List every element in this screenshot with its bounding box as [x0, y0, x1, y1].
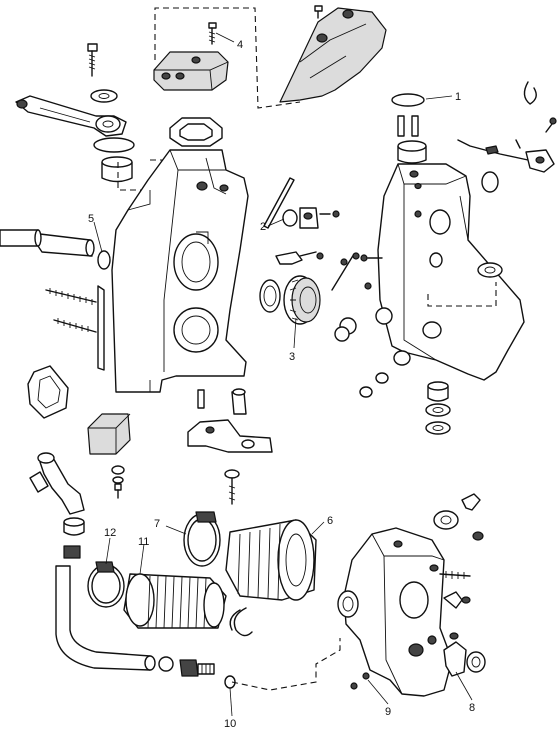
seal-stack-right: [334, 307, 411, 398]
washer-top: [90, 89, 118, 103]
callout-2: 2: [260, 221, 266, 233]
clamp-part-12: [87, 561, 125, 608]
bearing-part-3: [259, 275, 321, 325]
callout-labels: 1 2 3 4 5 6 7 8 9 10 11 12: [88, 39, 475, 730]
dashed-guide-lower: [231, 638, 341, 691]
screw-pair-right: [360, 254, 383, 290]
shift-linkage: [275, 251, 360, 291]
lower-right-hardware: [433, 493, 486, 677]
push-rod: [263, 177, 295, 229]
bushing-left: [101, 156, 133, 183]
clamp-part-7: [183, 511, 221, 567]
exhaust-hose: [55, 565, 156, 671]
washer-right: [477, 262, 503, 278]
washer-stack-right: [425, 381, 451, 435]
mounting-block: [153, 51, 229, 91]
hook-clip: [523, 81, 537, 105]
stud-upper: [45, 288, 97, 305]
callout-12: 12: [104, 527, 116, 539]
gasket-left: [27, 365, 69, 419]
pins-pair: [397, 115, 419, 137]
snap-ring: [229, 607, 253, 637]
plug-right: [481, 171, 499, 193]
main-housing-right: [377, 163, 525, 381]
bracket-mid: [187, 419, 273, 453]
o-ring-part-5: [97, 250, 111, 270]
callout-4: 4: [237, 39, 243, 51]
top-cover-assembly: [154, 5, 387, 109]
callout-9: 9: [385, 706, 391, 718]
o-ring-part-1: [391, 93, 425, 107]
o-ring-large: [93, 137, 135, 153]
callout-11: 11: [138, 536, 149, 548]
bolt-stud-top-left: [87, 43, 98, 77]
bushing-right: [397, 140, 427, 164]
block-small: [87, 413, 131, 455]
callout-8: 8: [469, 702, 475, 714]
bellows-part-11: [123, 573, 227, 629]
callout-7: 7: [154, 518, 160, 530]
washer-small-stack: [111, 465, 125, 499]
link-arm: [15, 95, 127, 137]
lower-housing: [337, 527, 453, 697]
callout-6: 6: [327, 515, 333, 527]
rod-vertical: [97, 285, 105, 371]
drain-fitting: [158, 656, 215, 677]
bolt-part-4: [208, 22, 217, 45]
elbow-fitting: [29, 452, 85, 515]
drive-shaft: [0, 229, 95, 257]
leader-lines: [93, 32, 473, 717]
small-screws-bottom: [350, 672, 370, 690]
cable-linkage-right: [457, 117, 557, 173]
dowel-pins: [197, 388, 247, 415]
stud-lower: [53, 318, 97, 333]
callout-5: 5: [88, 213, 94, 225]
retainer-part-2: [282, 207, 340, 229]
callout-1: 1: [455, 91, 461, 103]
grommets-left: [63, 517, 85, 559]
callout-10: 10: [224, 718, 236, 730]
callout-3: 3: [289, 351, 295, 363]
gasket-square: [169, 117, 223, 147]
screw-mid: [224, 469, 240, 505]
main-housing-left: [111, 149, 249, 393]
bellows-part-6: [225, 519, 317, 601]
